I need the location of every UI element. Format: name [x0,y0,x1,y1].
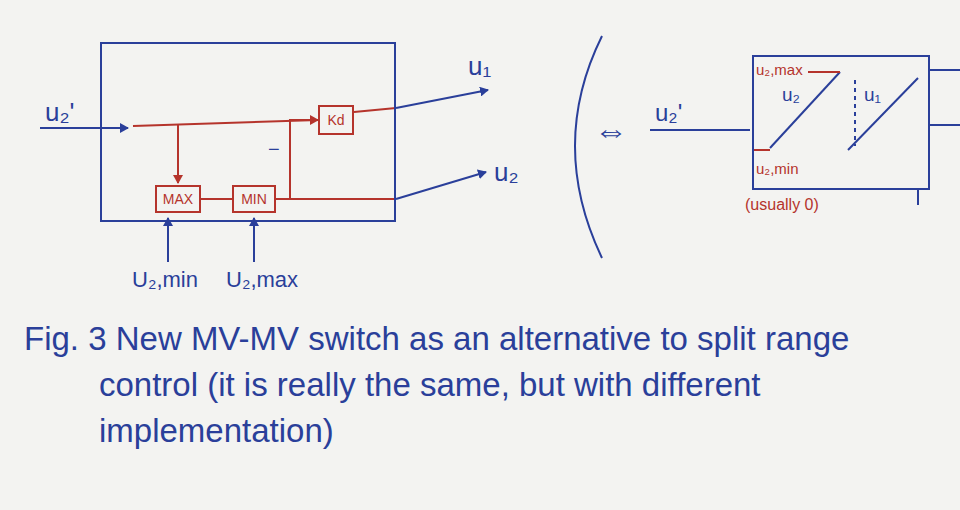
signal-name: u₂' [655,100,682,126]
output-wire [396,90,488,108]
signal-wire [177,125,179,183]
block-label: MAX [163,189,193,209]
signal-name: U₂,max [226,268,298,292]
signal-wire [354,108,396,112]
max-selector: MAX [155,185,201,213]
signal-connector [276,120,318,199]
output-wire [930,69,960,71]
signal-name: u₂ [782,84,800,106]
output-wire [930,124,960,126]
signal-connector [201,198,232,200]
signal-wire [276,198,396,200]
block-label: MIN [241,189,267,209]
sign-mark: − [268,138,280,160]
input-wire [253,218,255,262]
range-divider [854,80,856,146]
signal-name: u₂' [45,98,75,127]
range-max: u₂,max [756,61,803,78]
note: (usually 0) [745,196,819,214]
input-wire [40,127,128,129]
min-selector: MIN [232,185,276,213]
equivalence-symbol: ⇔ [594,112,628,149]
split-range-block: u₂,max u₂ u₁ u₂,min [752,55,930,190]
block-label: Kd [327,110,344,130]
controller-block: KdMAX MIN [100,42,396,222]
input-wire [167,218,169,262]
range-min: u₂,min [756,160,799,177]
figure-caption: Fig. 3 New MV-MV switch as an alternativ… [14,316,934,454]
range-line [848,78,918,150]
signal-name: u₁ [468,52,491,81]
box-line [917,190,919,205]
gain-block: Kd [318,105,354,135]
range-max-mark [808,71,840,73]
range-min-mark [754,149,770,151]
signal-name: u₂ [494,158,519,187]
output-wire [396,172,486,199]
signal-name: u₁ [864,84,881,106]
signal-name: U₂,min [132,268,198,292]
input-wire [650,129,750,131]
range-line [770,72,840,148]
